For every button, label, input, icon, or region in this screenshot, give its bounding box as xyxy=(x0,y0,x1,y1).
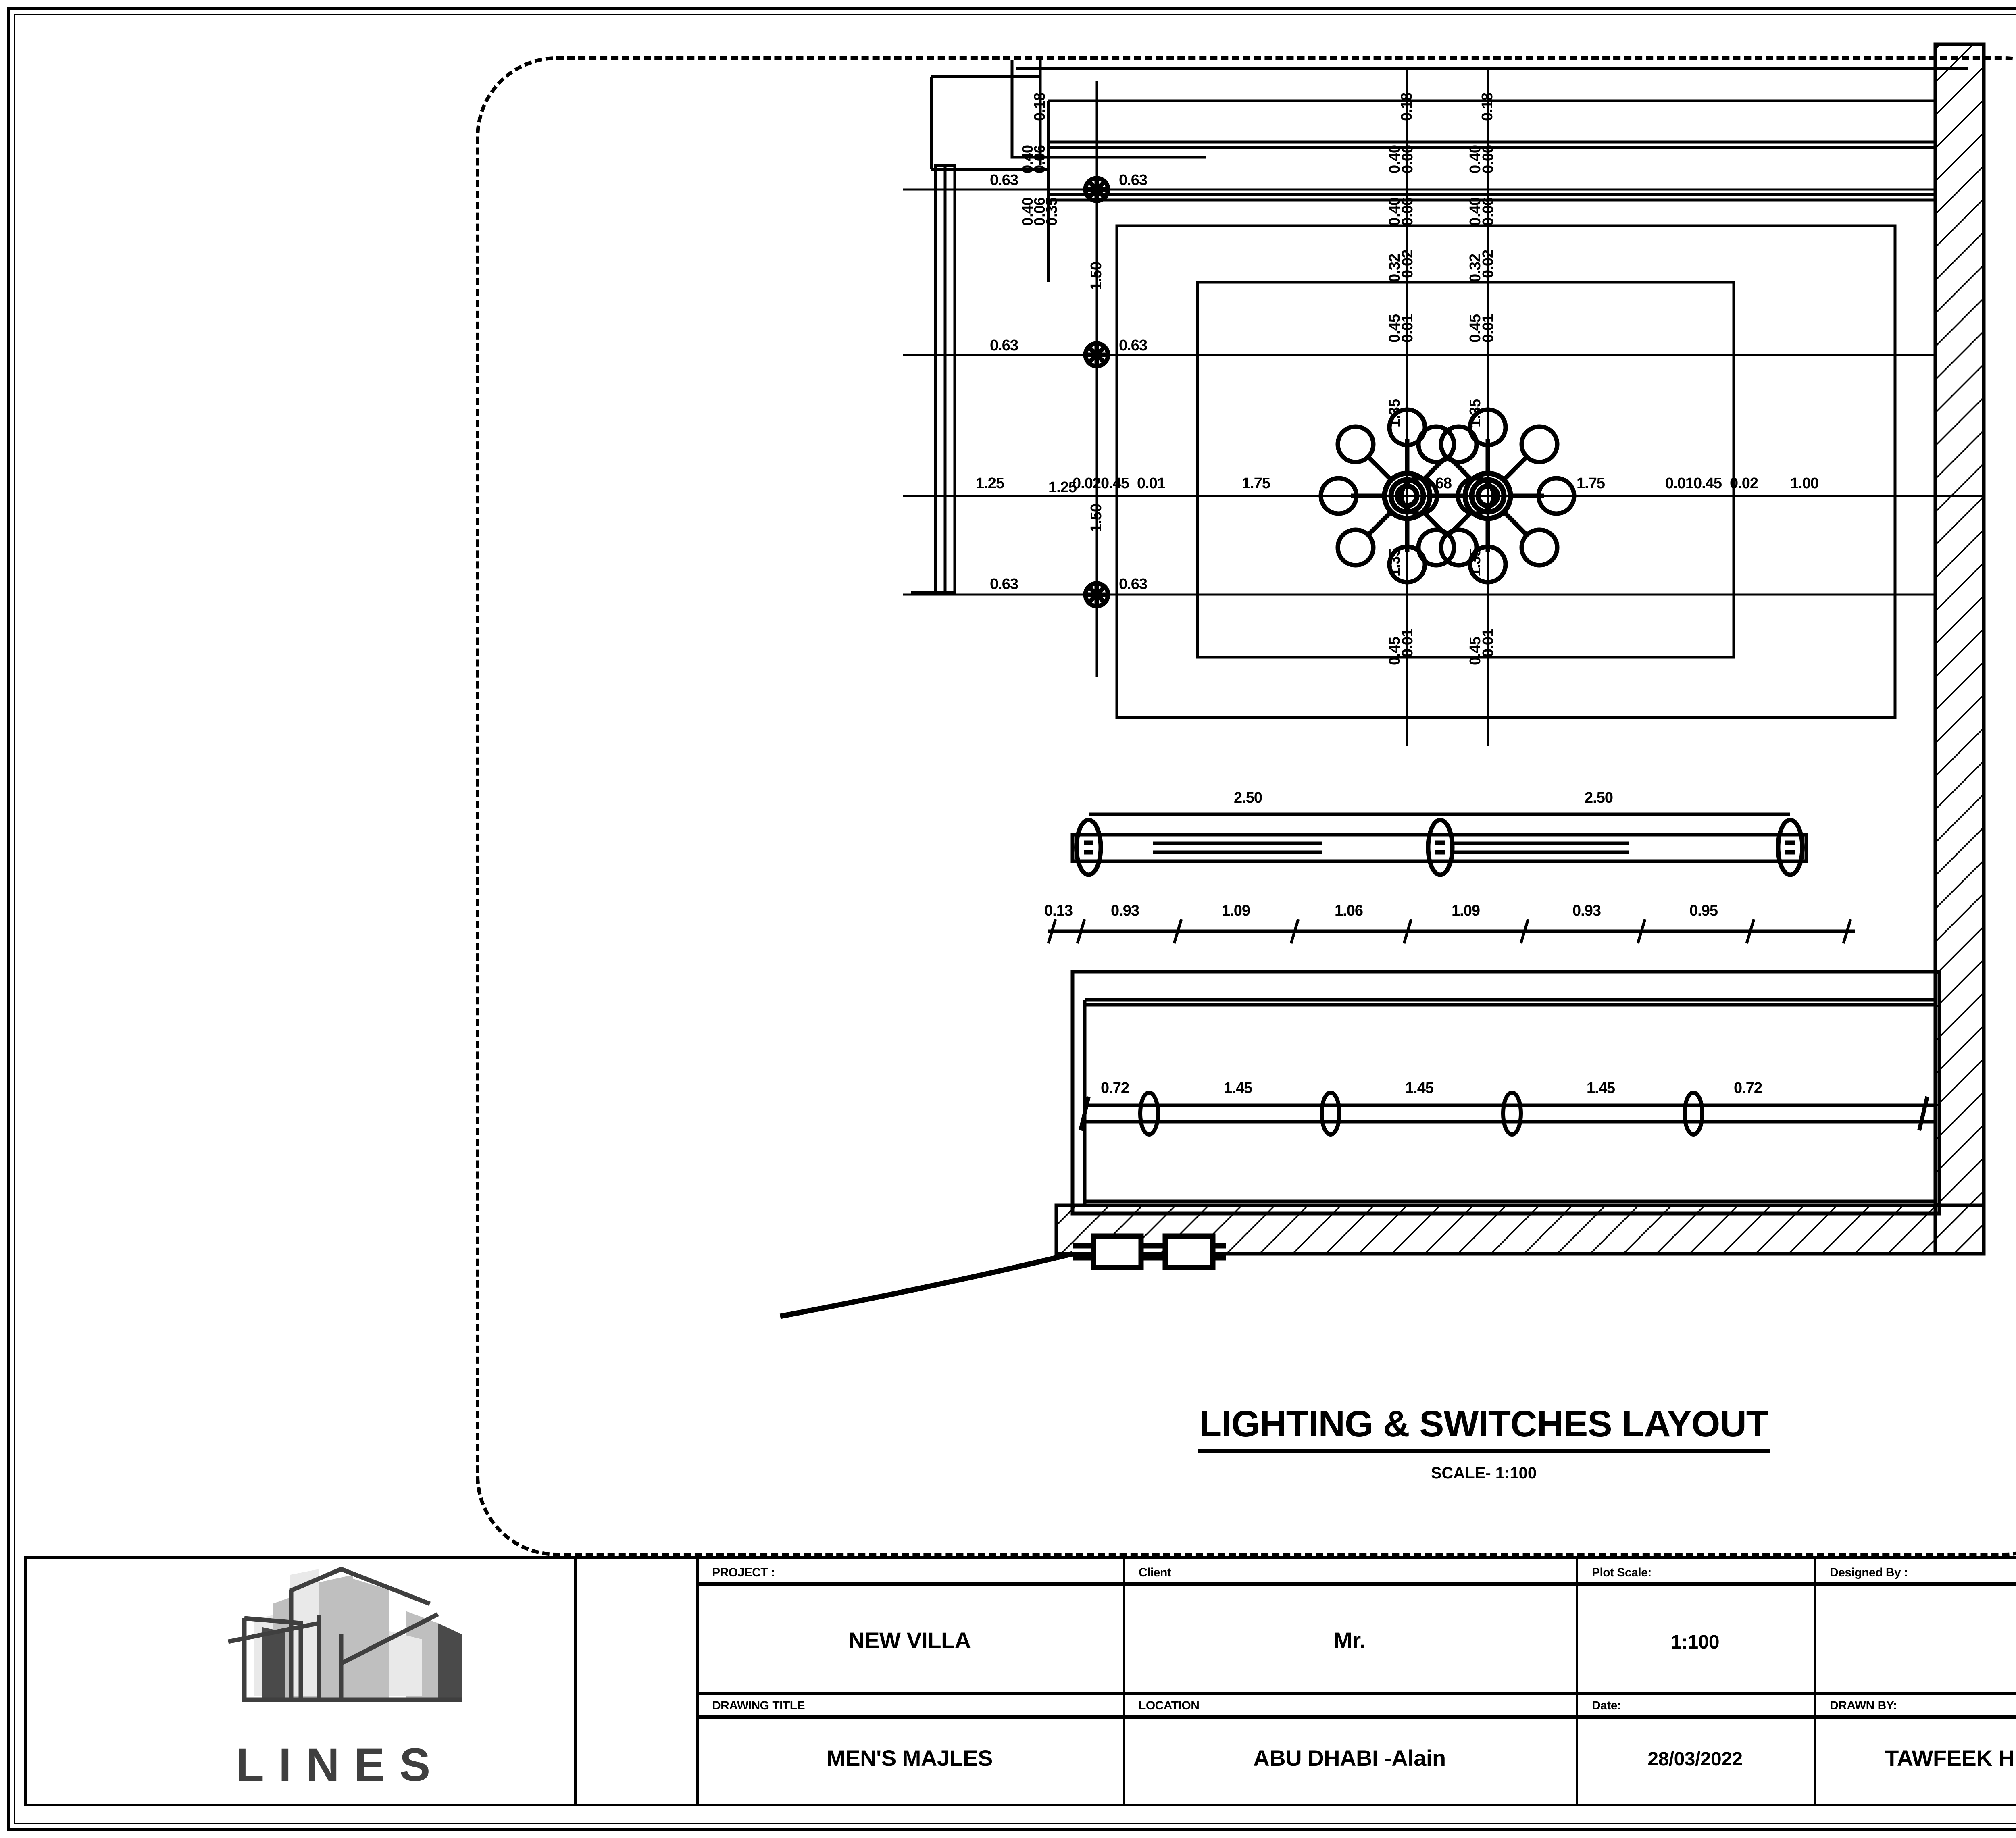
divider xyxy=(696,1582,2016,1586)
dim-text: 0.06 xyxy=(1480,145,1497,173)
dim-text: 0.93 xyxy=(1111,902,1139,919)
dim-text: 0.02 xyxy=(1480,250,1497,278)
dim-text: 1.45 xyxy=(1224,1080,1252,1097)
dim-text: 0.06 xyxy=(1399,198,1416,226)
dim-text: 0.01 xyxy=(1399,314,1416,343)
label-drawn-by: DRAWN BY: xyxy=(1830,1699,1897,1712)
drawing-title-block: LIGHTING & SWITCHES LAYOUT SCALE- 1:100 xyxy=(1161,1403,1806,1482)
dim-text: 0.01 xyxy=(1137,475,1166,492)
chandelier xyxy=(1318,407,1496,585)
value-project: NEW VILLA xyxy=(848,1628,971,1653)
dim-text: 0.68 xyxy=(1423,475,1452,492)
dim-text: 0.06 xyxy=(1399,145,1416,173)
dim-text: 0.63 xyxy=(1119,172,1148,189)
dim-text: 1.25 xyxy=(1048,479,1077,496)
dim-text: 0.45 xyxy=(1101,475,1129,492)
dim-text: 0.45 xyxy=(1693,475,1722,492)
label-client: Client xyxy=(1139,1566,1171,1579)
dim-text: 1.50 xyxy=(1088,262,1105,290)
dim-text: 0.06 xyxy=(1480,198,1497,226)
value-plot-scale: 1:100 xyxy=(1670,1632,1720,1653)
dim-text: 1.50 xyxy=(1088,504,1105,532)
dim-text: 0.02 xyxy=(1073,475,1101,492)
label-drawing-title: DRAWING TITLE xyxy=(712,1699,805,1712)
viewport-boundary xyxy=(476,56,2016,1556)
divider xyxy=(1123,1559,1125,1804)
label-plot-scale: Plot Scale: xyxy=(1592,1566,1652,1579)
dim-text: 0.18 xyxy=(1479,93,1496,121)
page-title: LIGHTING & SWITCHES LAYOUT xyxy=(1198,1403,1770,1453)
divider xyxy=(696,1559,699,1804)
dim-text: 1.09 xyxy=(1452,902,1480,919)
label-designed-by: Designed By : xyxy=(1830,1566,1908,1579)
label-project: PROJECT : xyxy=(712,1566,775,1579)
dim-text: 0.18 xyxy=(1031,93,1048,121)
dim-text: 0.63 xyxy=(990,172,1018,189)
drawing-scale: SCALE- 1:100 xyxy=(1431,1464,1537,1482)
logo-building-icon xyxy=(227,1567,462,1702)
dim-text: 1.06 xyxy=(1335,902,1363,919)
dim-text: 2.50 xyxy=(1234,789,1262,806)
value-date: 28/03/2022 xyxy=(1647,1748,1743,1770)
dim-text: 0.63 xyxy=(1119,576,1148,593)
dim-text: 0.63 xyxy=(990,337,1018,354)
dim-text: 0.01 xyxy=(1665,475,1694,492)
dim-text: 1.75 xyxy=(1577,475,1605,492)
dim-text: 0.06 xyxy=(1031,145,1048,173)
dim-text: 0.95 xyxy=(1689,902,1718,919)
divider xyxy=(1576,1559,1578,1804)
dim-text: 1.35 xyxy=(1467,548,1484,577)
dim-text: 1.75 xyxy=(1242,475,1270,492)
dim-text: 1.45 xyxy=(1405,1080,1434,1097)
divider xyxy=(696,1715,2016,1719)
dim-text: 0.45 xyxy=(1386,637,1403,665)
dim-text: 0.63 xyxy=(990,576,1018,593)
sheet-border-outer xyxy=(7,7,2016,1831)
company-logo: LINES xyxy=(71,1564,595,1794)
dim-text: 0.18 xyxy=(1398,93,1415,121)
lighting-switches-plan: 0.18 0.40 0.06 0.40 0.06 0.35 0.63 0.63 … xyxy=(766,42,2016,1375)
dim-text: 0.02 xyxy=(1730,475,1758,492)
dim-text: 1.09 xyxy=(1222,902,1250,919)
dim-text: 0.72 xyxy=(1101,1080,1129,1097)
dim-text: 1.35 xyxy=(1386,399,1403,427)
dim-text: 0.93 xyxy=(1572,902,1601,919)
value-drawn-by: TAWFEEK HUSSIEN TAWFEEK xyxy=(1885,1745,2016,1771)
dim-text: 0.45 xyxy=(1467,637,1484,665)
sheet-border-inner xyxy=(14,14,2016,1824)
divider xyxy=(574,1559,577,1804)
value-drawing-title: MEN'S MAJLES xyxy=(827,1745,993,1771)
dim-text: 1.25 xyxy=(976,475,1004,492)
dim-text: 2.50 xyxy=(1585,789,1613,806)
dim-text: 0.13 xyxy=(1044,902,1073,919)
dim-text: 0.02 xyxy=(1399,250,1416,278)
logo-text: LINES xyxy=(235,1739,445,1791)
divider xyxy=(1814,1559,1816,1804)
dim-text: 0.01 xyxy=(1480,314,1497,343)
dim-text: 0.63 xyxy=(1119,337,1148,354)
dim-text: 0.35 xyxy=(1043,198,1060,226)
value-client: Mr. xyxy=(1333,1628,1366,1653)
value-location: ABU DHABI -Alain xyxy=(1253,1745,1446,1771)
dim-text: 1.00 xyxy=(1790,475,1819,492)
dim-text: 1.45 xyxy=(1587,1080,1615,1097)
chandelier xyxy=(1399,407,1577,585)
label-date: Date: xyxy=(1592,1699,1621,1712)
label-location: LOCATION xyxy=(1139,1699,1200,1712)
divider xyxy=(696,1692,2016,1695)
dim-text: 1.35 xyxy=(1467,399,1484,427)
plan-linework xyxy=(779,42,1986,1319)
dim-text: 0.72 xyxy=(1734,1080,1762,1097)
title-block: LINES PROJECT : Client Plot Scale: Desig… xyxy=(24,1556,2016,1806)
dim-text: 1.35 xyxy=(1386,548,1403,577)
